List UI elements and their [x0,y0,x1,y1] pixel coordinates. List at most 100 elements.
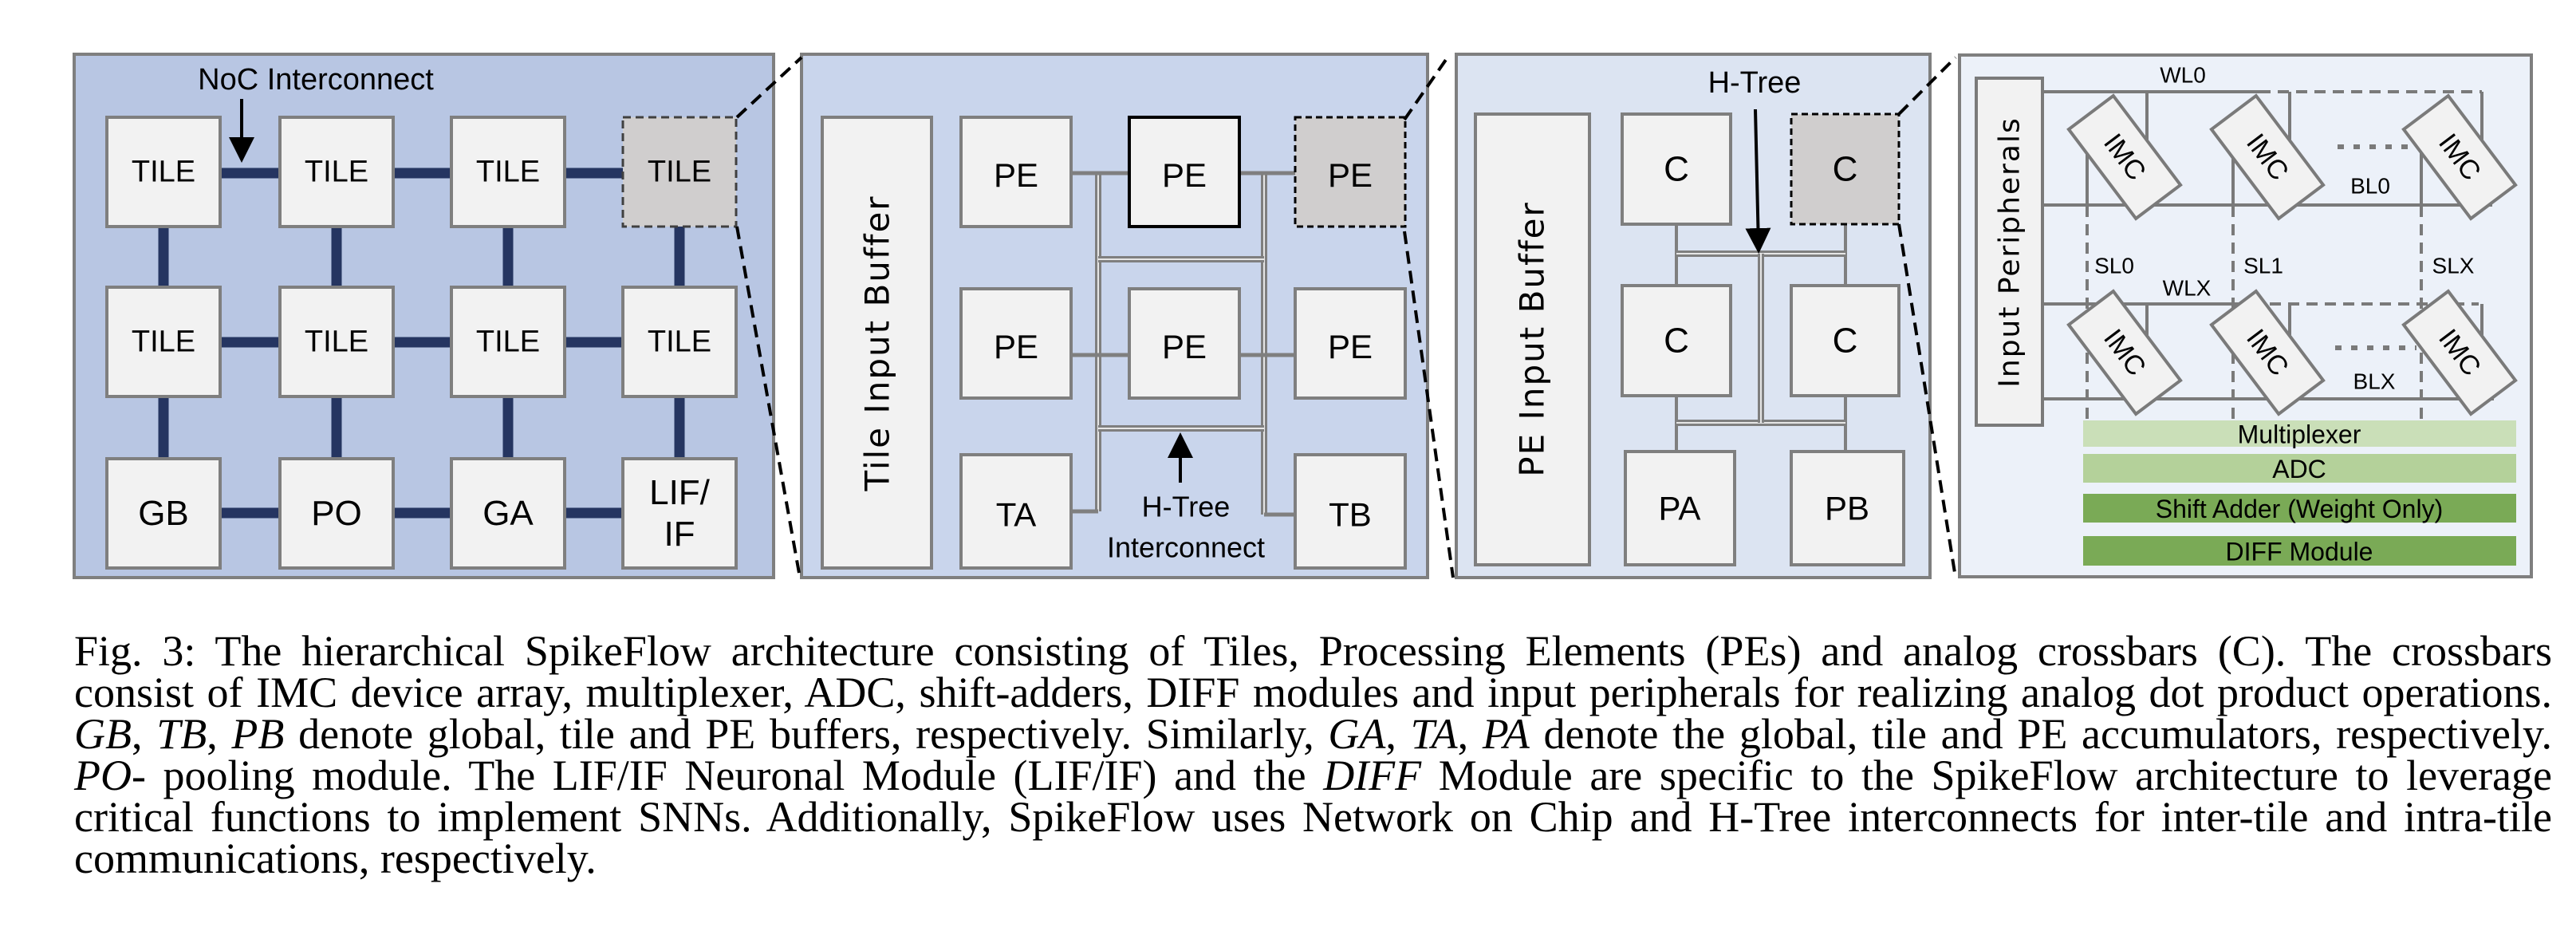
crossbar-box [1621,112,1732,226]
tile-label: TILE [476,325,540,359]
caption-line: consist of IMC device array, multiplexer… [74,669,2552,716]
zoom-connector [735,56,803,119]
caption-line: Fig. 3: The hierarchical SpikeFlow archi… [74,627,2552,675]
sl0-label: SL0 [2094,254,2134,278]
tile-label: TILE [132,156,195,189]
imc-cell: IMC [2401,289,2518,416]
caption-line: GB, TB, PB denote global, tile and PE bu… [74,710,2552,758]
tile-box [105,457,222,570]
pe-label: PE [994,328,1038,365]
pe-box [1128,287,1241,400]
tile-label: TILE [305,325,368,359]
caption-term: GB [74,710,132,758]
highlighted-tile [621,116,738,228]
tile-box [450,457,566,570]
peripheral-bar-label: DIFF Module [2226,538,2373,566]
tile-box [278,457,395,570]
ta-box [959,453,1073,570]
pe-input-buffer [1474,112,1591,566]
figure-caption: Fig. 3: The hierarchical SpikeFlow archi… [74,627,2552,880]
tile-label: PO [311,494,362,533]
peripheral-bar-1 [2083,454,2516,483]
peripheral-bar-0 [2083,420,2516,447]
caption-line: critical functions to implement SNNs. Ad… [74,795,2552,838]
wl0-label: WL0 [2160,63,2206,88]
tile-label: TILE [476,156,540,189]
pe-box [1128,116,1241,228]
highlighted-pe [1294,116,1407,228]
tile-label: TILE [305,156,368,189]
tile-box [450,286,566,398]
imc-box [2401,93,2518,221]
tile-label: TILE [648,156,711,189]
pb-label: PB [1825,490,1869,527]
pe-box [1294,287,1407,400]
caption-term: PO [74,751,132,799]
caption-text: - pooling module. The LIF/IF Neuronal Mo… [131,751,1324,799]
slx-label: SLX [2432,254,2475,278]
crossbar-box [1790,284,1900,397]
tile-box [278,116,395,228]
caption-text: Fig. 3: The hierarchical SpikeFlow archi… [74,627,2552,675]
crossbar-label: C [1664,321,1689,361]
peripheral-bar-label: Shift Adder (Weight Only) [2156,495,2443,523]
caption-term: PA [1482,710,1530,758]
caption-text: denote global, tile and PE buffers, resp… [284,710,1329,758]
imc-box [2209,93,2326,221]
blx-label: BLX [2353,369,2396,394]
caption-text: , [131,710,157,758]
caption-text: Module are specific to the SpikeFlow arc… [1421,751,2552,799]
pe-label: PE [1162,328,1207,365]
pe-label: PE [1328,156,1373,194]
imc-cell: IMC [2066,289,2183,416]
tile-box [278,286,395,398]
tile-box [105,116,222,228]
zoom-connector [1403,231,1455,578]
caption-text: communications, respectively. [74,834,597,882]
peripheral-bar-2 [2083,494,2516,523]
crossbar-label: C [1833,321,1858,361]
caption-term: TA [1410,710,1458,758]
tile-input-buffer-label: Tile Input Buffer [858,195,897,491]
pa-label: PA [1659,490,1701,527]
caption-text: , [207,710,232,758]
architecture-figure: TILE TILE TILE TILE TILE TILE TILE TILE GB PO GA LI… [73,53,2533,579]
pe-label: PE [1162,156,1207,194]
tile-box [450,116,566,228]
tile-label: TILE [132,325,195,359]
wlx-label: WLX [2163,276,2212,301]
imc-cell: IMC [2209,93,2326,221]
imc-cell: IMC [2066,93,2183,221]
caption-text: consist of IMC device array, multiplexer… [74,669,2552,716]
pa-box [1624,450,1736,566]
crossbar-label: C [1833,150,1858,189]
tile-label: TILE [648,325,711,359]
caption-text: , [1385,710,1411,758]
caption-line: communications, respectively. [74,837,2552,880]
input-peripherals-label: Input Peripherals [1994,116,2027,387]
htree-interconnect-label: Interconnect [1107,531,1265,564]
zoom-connector [1897,56,1957,116]
noc-interconnect-label: NoC Interconnect [198,63,434,97]
zoom-connector [1403,56,1449,121]
htree-label: H-Tree [1142,491,1231,523]
imc-box [2209,289,2326,416]
caption-term: PB [231,710,285,758]
peripheral-bar-3 [2083,536,2516,566]
tile-box [621,457,738,570]
tile-box [621,286,738,398]
sl1-label: SL1 [2243,254,2283,278]
input-peripherals [1975,77,2044,427]
crossbar-box [1621,284,1732,397]
pe-label: PE [994,156,1038,194]
tile-label: GB [138,494,189,533]
caption-term: DIFF [1323,751,1422,799]
imc-cell: IMC [2209,289,2326,416]
tile-label: LIF/ [649,473,711,512]
bl0-label: BL0 [2350,174,2390,199]
tile-label: IF [664,515,695,554]
tile-label: GA [483,494,534,533]
peripheral-bar-label: ADC [2272,455,2326,483]
tb-box [1294,453,1407,570]
caption-term: TB [156,710,207,758]
